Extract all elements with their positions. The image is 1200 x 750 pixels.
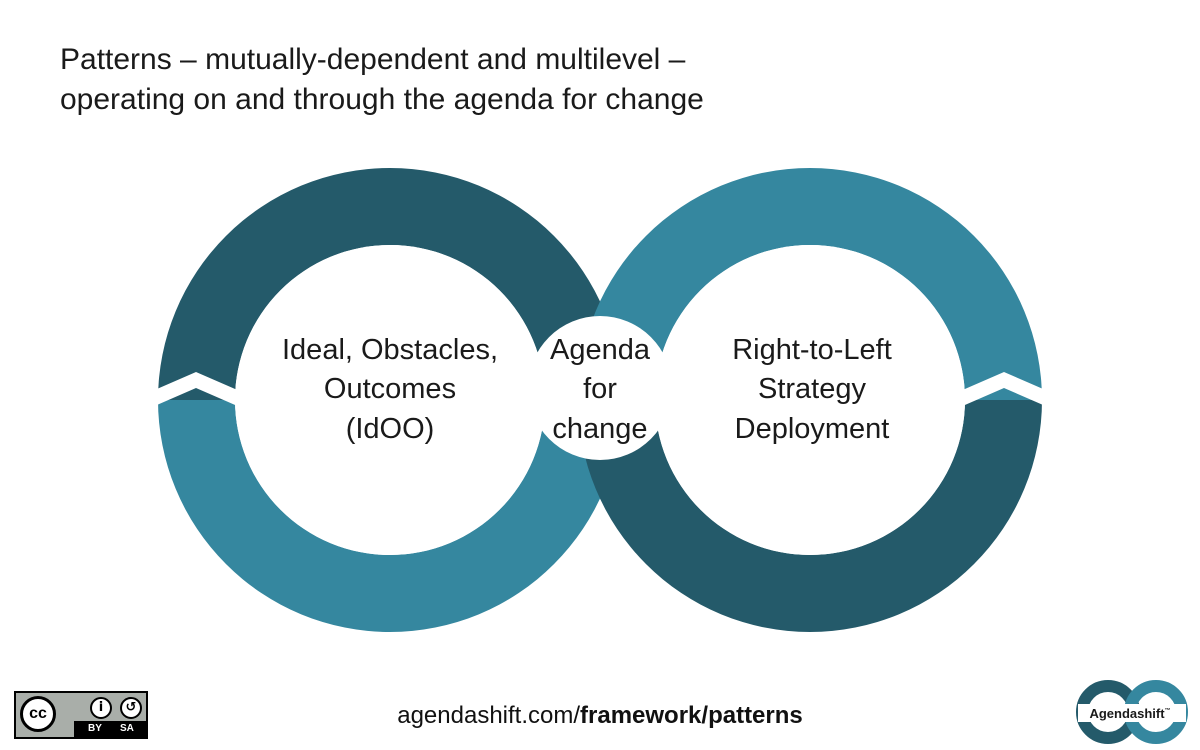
right-loop-label-3: Deployment (735, 413, 890, 445)
url-prefix: agendashift.com/ (397, 702, 581, 729)
logo-tm: ™ (1165, 707, 1171, 714)
right-loop-label-2: Strategy (758, 373, 866, 405)
footer-url-link[interactable]: agendashift.com/framework/patterns (0, 702, 1200, 730)
right-loop-center (655, 245, 965, 555)
left-loop (158, 168, 622, 632)
right-chevron-notch (958, 372, 1050, 408)
center-label-1: Agenda (550, 334, 651, 366)
right-loop-lower-segment (578, 400, 1042, 632)
share-alike-icon: ↺ (120, 697, 142, 719)
title-line-1: Patterns – mutually-dependent and multil… (60, 43, 686, 76)
cc-icon: cc (20, 696, 56, 732)
slide-title: Patterns – mutually-dependent and multil… (60, 40, 1060, 120)
left-loop-lower-segment (158, 400, 622, 632)
person-icon: i (90, 697, 112, 719)
center-circle (528, 316, 672, 460)
right-loop (578, 168, 1042, 632)
url-path: framework/patterns (580, 702, 803, 729)
center-label-3: change (552, 413, 647, 445)
svg-text:Agendashift™: Agendashift™ (1089, 706, 1170, 721)
logo-text-band (1078, 704, 1186, 722)
cc-license-badge[interactable]: cc i ↺ BY SA (14, 691, 148, 739)
left-loop-center (235, 245, 545, 555)
license-by-text: BY (88, 723, 102, 734)
left-loop-label-3: (IdOO) (346, 413, 435, 445)
logo-text: Agendashift (1089, 706, 1165, 721)
left-loop-label-1: Ideal, Obstacles, (282, 334, 498, 366)
left-loop-label-2: Outcomes (324, 373, 456, 405)
title-line-2: operating on and through the agenda for … (60, 83, 704, 116)
right-loop-upper-segment (578, 168, 1042, 400)
left-loop-upper-segment (158, 168, 622, 400)
agendashift-logo[interactable]: Agendashift™ (1072, 678, 1192, 748)
license-sa-text: SA (120, 723, 134, 734)
left-chevron-notch (150, 372, 242, 408)
center-label-2: for (583, 373, 617, 405)
license-bar: BY SA (74, 721, 146, 737)
right-loop-label-1: Right-to-Left (732, 334, 892, 366)
